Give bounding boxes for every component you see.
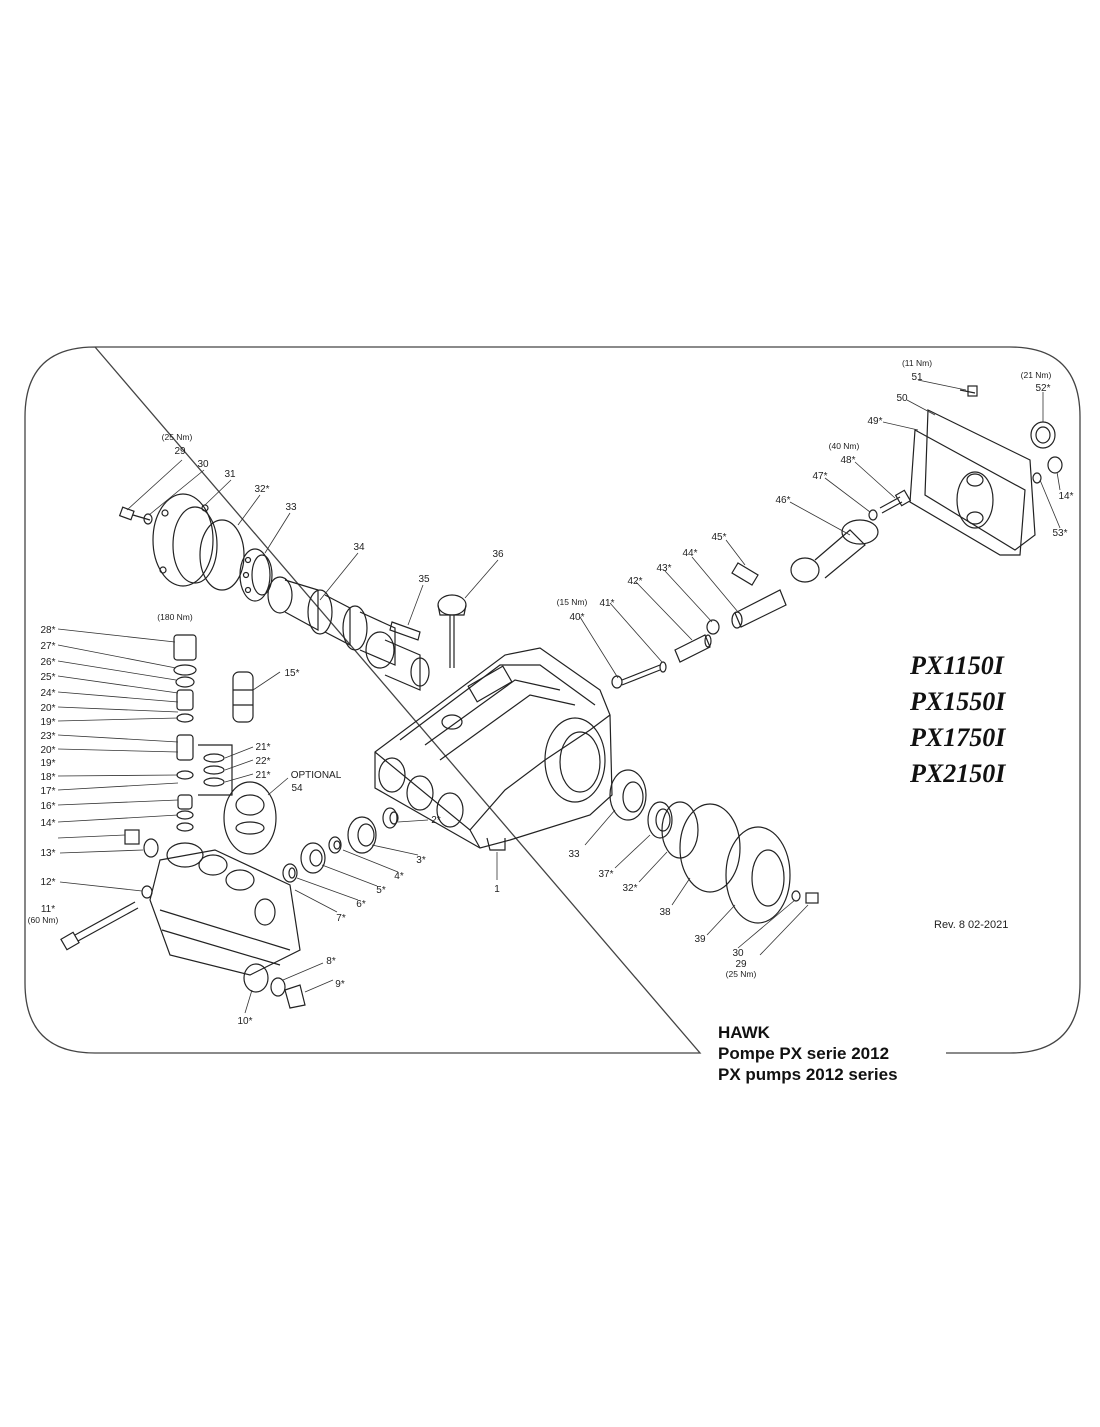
torque-48: (40 Nm) <box>829 441 860 451</box>
label-31: 31 <box>224 469 236 480</box>
label-15: 15* <box>284 668 299 679</box>
label-21-a: 21* <box>255 742 270 753</box>
label-32-top: 32* <box>254 484 269 495</box>
label-35: 35 <box>418 574 430 585</box>
leader-lines <box>57 379 1061 1014</box>
label-42: 42* <box>627 576 642 587</box>
label-29-bottom: 29 <box>735 959 747 970</box>
label-39: 39 <box>694 934 706 945</box>
label-28: 28* <box>40 625 55 636</box>
label-19-a: 19* <box>40 717 55 728</box>
label-43: 43* <box>656 563 671 574</box>
brand-name: HAWK <box>718 1023 770 1042</box>
label-14-right: 14* <box>1058 491 1073 502</box>
optional-label: OPTIONAL <box>291 770 342 781</box>
label-4: 4* <box>394 871 404 882</box>
label-53: 53* <box>1052 528 1067 539</box>
torque-40: (15 Nm) <box>557 597 588 607</box>
side-bearing-group <box>609 769 819 924</box>
label-11: 11* <box>41 904 55 915</box>
model-name-4: PX2150I <box>910 759 1006 788</box>
valve-stack <box>173 634 277 855</box>
label-7: 7* <box>336 913 346 924</box>
label-36: 36 <box>492 549 504 560</box>
label-8: 8* <box>326 956 336 967</box>
label-24: 24* <box>40 688 55 699</box>
torque-29-bottom: (25 Nm) <box>726 969 757 979</box>
label-21-b: 21* <box>255 770 270 781</box>
label-48: 48* <box>840 455 855 466</box>
label-1: 1 <box>494 884 500 895</box>
model-name-3: PX1750I <box>910 723 1006 752</box>
label-50: 50 <box>896 393 908 404</box>
frame-border <box>24 346 1081 1054</box>
label-41: 41* <box>599 598 614 609</box>
label-52: 52* <box>1035 383 1050 394</box>
torque-51: (11 Nm) <box>902 358 932 368</box>
manifold-head <box>60 829 306 1009</box>
model-name-2: PX1550I <box>910 687 1006 716</box>
label-13: 13* <box>40 848 55 859</box>
label-30-top: 30 <box>197 459 209 470</box>
label-47: 47* <box>812 471 827 482</box>
label-38: 38 <box>659 907 671 918</box>
label-49: 49* <box>867 416 882 427</box>
label-44: 44* <box>682 548 697 559</box>
label-20-a: 20* <box>40 703 55 714</box>
label-22: 22* <box>255 756 270 767</box>
label-37: 37* <box>598 869 613 880</box>
label-30-bottom: 30 <box>732 948 744 959</box>
torque-29-top: (25 Nm) <box>162 432 193 442</box>
part-labels: (25 Nm) 29 30 31 32* 33 34 35 36 (11 Nm)… <box>28 358 1074 1027</box>
label-46: 46* <box>775 495 790 506</box>
label-33-bottom: 33 <box>568 849 580 860</box>
label-3: 3* <box>416 855 426 866</box>
label-23: 23* <box>40 731 55 742</box>
label-34: 34 <box>353 542 365 553</box>
label-2: 2* <box>431 815 441 826</box>
connecting-rod-group <box>611 385 1063 689</box>
title-italian: Pompe PX serie 2012 <box>718 1044 890 1063</box>
label-26: 26* <box>40 657 55 668</box>
label-45: 45* <box>711 532 726 543</box>
label-33-top: 33 <box>285 502 297 513</box>
label-29-top: 29 <box>174 446 186 457</box>
label-51: 51 <box>911 372 923 383</box>
torque-11: (60 Nm) <box>28 915 59 925</box>
label-19-b: 19* <box>40 758 55 769</box>
label-6: 6* <box>356 899 366 910</box>
title-english: PX pumps 2012 series <box>718 1065 898 1084</box>
revision-note: Rev. 8 02-2021 <box>934 919 1009 931</box>
torque-28: (180 Nm) <box>157 612 193 622</box>
label-27: 27* <box>40 641 55 652</box>
seal-stack <box>282 807 399 883</box>
label-14-left: 14* <box>40 818 55 829</box>
title-block: HAWK Pompe PX serie 2012 PX pumps 2012 s… <box>712 1022 904 1085</box>
label-12: 12* <box>40 877 55 888</box>
label-9: 9* <box>335 979 345 990</box>
label-17: 17* <box>40 786 55 797</box>
label-18: 18* <box>40 772 55 783</box>
label-20-b: 20* <box>40 745 55 756</box>
crankshaft-group <box>118 493 467 691</box>
model-name-1: PX1150I <box>910 651 1004 680</box>
torque-52: (21 Nm) <box>1021 370 1052 380</box>
crankcase-body <box>374 647 613 851</box>
label-25: 25* <box>40 672 55 683</box>
label-16: 16* <box>40 801 55 812</box>
label-54: 54 <box>291 783 303 794</box>
label-32-bottom: 32* <box>622 883 637 894</box>
label-5: 5* <box>376 885 386 896</box>
label-40: 40* <box>569 612 584 623</box>
label-10: 10* <box>237 1016 252 1027</box>
